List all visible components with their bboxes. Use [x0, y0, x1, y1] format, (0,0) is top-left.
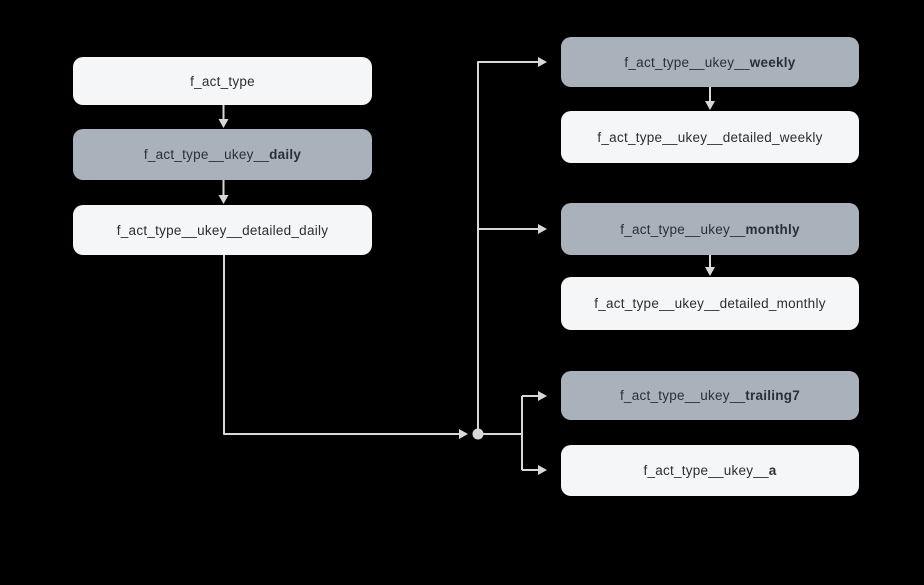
node-label-prefix: f_act_type__ukey__detailed_daily: [116, 222, 329, 238]
node-label: f_act_type__ukey__daily: [144, 147, 301, 162]
edge-riser-weekly-monthly: [477, 57, 547, 434]
node-label-suffix: a: [768, 463, 777, 478]
edge-weekly-to-detailed-weekly: [705, 87, 715, 110]
node-label-suffix: trailing7: [745, 388, 801, 403]
node-f-act-type-ukey-detailed-monthly: f_act_type__ukey__detailed_monthly: [561, 277, 859, 330]
node-label-prefix: f_act_type__ukey__: [620, 221, 746, 237]
junction-dot: [472, 428, 484, 440]
edge-type-to-daily: [218, 105, 229, 128]
node-f-act-type-ukey-trailing7: f_act_type__ukey__trailing7: [561, 371, 859, 420]
node-label: f_act_type__ukey__detailed_weekly: [597, 130, 822, 145]
edge-monthly-to-detailed-monthly: [705, 255, 715, 276]
node-label: f_act_type__ukey__detailed_daily: [117, 223, 328, 238]
node-label-suffix: daily: [269, 147, 302, 162]
node-label: f_act_type__ukey__detailed_monthly: [594, 296, 825, 311]
edge-detailed-daily-trunk: [223, 255, 468, 439]
node-f-act-type-ukey-daily: f_act_type__ukey__daily: [73, 129, 372, 180]
node-label-prefix: f_act_type__ukey__detailed_weekly: [597, 129, 823, 145]
node-label: f_act_type: [190, 74, 255, 89]
node-label: f_act_type__ukey__trailing7: [620, 388, 800, 403]
node-f-act-type-ukey-detailed-weekly: f_act_type__ukey__detailed_weekly: [561, 111, 859, 163]
node-label: f_act_type__ukey__weekly: [624, 55, 795, 70]
node-f-act-type: f_act_type: [73, 57, 372, 105]
node-label-prefix: f_act_type__ukey__detailed_monthly: [594, 296, 826, 311]
node-label-prefix: f_act_type__ukey__: [143, 147, 270, 162]
node-label-prefix: f_act_type__ukey__: [624, 54, 750, 70]
node-f-act-type-ukey-detailed-daily: f_act_type__ukey__detailed_daily: [73, 205, 372, 255]
node-label-suffix: monthly: [745, 221, 800, 237]
edge-daily-to-detailed-daily: [218, 180, 229, 204]
node-f-act-type-ukey-monthly: f_act_type__ukey__monthly: [561, 203, 859, 255]
node-f-act-type-ukey-weekly: f_act_type__ukey__weekly: [561, 37, 859, 87]
node-label-prefix: f_act_type__ukey__: [643, 463, 769, 478]
edge-bracket-trailing7-a: [478, 391, 547, 475]
node-f-act-type-ukey-a: f_act_type__ukey__a: [561, 445, 859, 496]
node-label-suffix: weekly: [749, 54, 796, 70]
node-label-prefix: f_act_type__ukey__: [619, 388, 746, 403]
node-label: f_act_type__ukey__monthly: [620, 222, 800, 237]
node-label: f_act_type__ukey__a: [643, 463, 776, 478]
node-label-prefix: f_act_type: [190, 73, 255, 89]
